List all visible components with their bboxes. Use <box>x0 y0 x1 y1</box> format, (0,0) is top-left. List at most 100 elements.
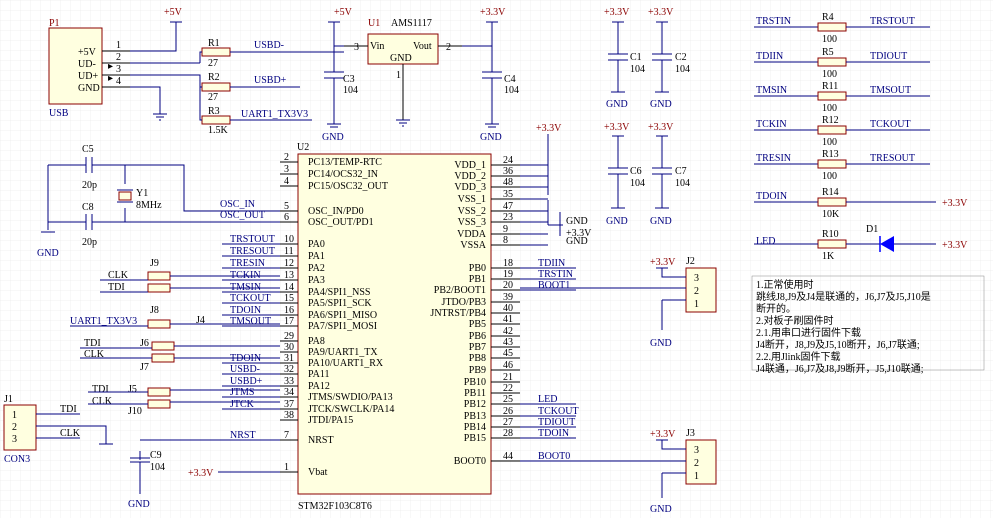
c2-ref: C2 <box>675 52 687 63</box>
j6-ref: J6 <box>140 338 149 349</box>
u1-gnd-label: GND <box>390 53 412 64</box>
u2-left-pin-name: PA7/SPI1_MOSI <box>308 321 377 332</box>
c5-ref: C5 <box>82 144 94 155</box>
u2-left-pin-number: 12 <box>284 258 294 269</box>
u2-right-net-label: BOOT0 <box>538 451 570 462</box>
r1-body <box>201 47 231 57</box>
u2-right-pin-number: 24 <box>503 155 513 166</box>
jtag-resistor-body <box>817 125 847 135</box>
j9-net-a: CLK <box>108 270 129 281</box>
c2-value: 104 <box>675 64 690 75</box>
j5-net-a: TDI <box>92 384 109 395</box>
gnd-label-c6: GND <box>606 216 628 227</box>
jtag-resistor-body <box>817 159 847 169</box>
u2-left-pin-name: PC13/TEMP-RTC <box>308 157 382 168</box>
u2-left-pin-number: 14 <box>284 282 294 293</box>
u2-right-pin-name: PB1 <box>469 274 486 285</box>
gnd-label-c2: GND <box>650 99 672 110</box>
p1-cross-mark-1: ▸ <box>108 61 113 72</box>
u2-left-pin-name: OSC_IN/PD0 <box>308 206 364 217</box>
gnd-label-c9: GND <box>128 499 150 510</box>
j3-pin-3: 3 <box>694 445 699 456</box>
u2-right-pin-number: 41 <box>503 314 513 325</box>
u2-left-pin-number: 6 <box>284 212 289 223</box>
j6-net-a: TDI <box>84 338 101 349</box>
u2-left-pin-name: PC14/OCS32_IN <box>308 169 378 180</box>
u2-left-pin-number: 17 <box>284 316 294 327</box>
u2-right-net-label: TDIOUT <box>538 417 575 428</box>
jtag-resistor-body <box>817 91 847 101</box>
u2-left-pin-number: 16 <box>284 305 294 316</box>
c9-ref: C9 <box>150 450 162 461</box>
jtag-right-net: TMSOUT <box>870 85 911 96</box>
j1-pin-2: 2 <box>12 422 17 433</box>
jtag-left-net: TDIIN <box>756 51 783 62</box>
u2-left-pin-number: 38 <box>284 410 294 421</box>
c8-symbol <box>48 214 280 230</box>
u2-left-pin-name: PA6/SPI1_MISO <box>308 310 377 321</box>
wire-ud-plus <box>130 74 201 116</box>
j3-body <box>685 439 717 485</box>
p1-name: USB <box>49 108 69 119</box>
p1-pin-label-3: UD+ <box>78 71 98 82</box>
decoupling-caps: +3.3V C1 104 GND +3.3V C2 104 GND +3.3V … <box>604 7 690 227</box>
u2-right-pin-name: PB14 <box>464 422 486 433</box>
y1-body <box>118 191 132 201</box>
led-ref: D1 <box>866 224 878 235</box>
j8-net-a: UART1_TX3V3 <box>70 316 137 327</box>
note-line-6: J4断开，J8,J9及J5,10断开，J6,J7联通; <box>756 338 920 351</box>
j5-net-b: CLK <box>92 396 113 407</box>
j6-body <box>151 341 175 351</box>
u2-right-pin-name: VSS_3 <box>458 217 486 228</box>
r1-wires <box>199 51 344 63</box>
j1-body <box>3 404 37 451</box>
u2-left-pin-name: PA1 <box>308 251 325 262</box>
c6-value: 104 <box>630 178 645 189</box>
jtag-resistor-ref: R12 <box>822 115 839 126</box>
connector-j2: J2 3 2 1 +3.3V GND <box>520 256 717 349</box>
j1-ref: J1 <box>4 394 13 405</box>
c3-value: 104 <box>343 85 358 96</box>
u2-left-pin-number: 29 <box>284 331 294 342</box>
u2-right-net-label: TDOIN <box>538 428 569 439</box>
j9-body-1 <box>147 271 171 281</box>
regulator-u1: +5V U1 AMS1117 Vin Vout GND 3 2 1 +3.3V <box>328 7 506 127</box>
j5-j10-wires <box>88 389 280 405</box>
u2-left-pin-name: PA3 <box>308 275 325 286</box>
u2-right-pin-name: VSS_2 <box>458 206 486 217</box>
u2-left-pin-number: 7 <box>284 430 289 441</box>
u2-right-pin-number: 48 <box>503 177 513 188</box>
u2-right-pin-name: VSSA <box>460 240 486 251</box>
jtag-resistor-value: 100 <box>822 171 837 182</box>
u2-left-pin-number: 13 <box>284 270 294 281</box>
u2-left-pin-number: 1 <box>284 462 289 473</box>
c4-symbol <box>482 46 502 124</box>
u2-left-pin-name: JTMS/SWDIO/PA13 <box>308 392 393 403</box>
u2-right-pin-name: PB11 <box>464 388 486 399</box>
u2-right-pin-number: 22 <box>503 383 513 394</box>
j9-net-b: TDI <box>108 282 125 293</box>
u2-right-pin-name: PB9 <box>469 365 486 376</box>
u2-right-pin-number: 47 <box>503 201 513 212</box>
u2-right-net-label: BOOT1 <box>538 280 570 291</box>
c7-value: 104 <box>675 178 690 189</box>
u2-right-pin-number: 42 <box>503 326 513 337</box>
jtag-right-net: TDIOUT <box>870 51 907 62</box>
y1-value: 8MHz <box>136 200 162 211</box>
gnd-label-j3: GND <box>650 504 672 515</box>
u2-left-pin-name: NRST <box>308 435 334 446</box>
u2-left-pin-number: 10 <box>284 234 294 245</box>
p1-body <box>48 27 103 105</box>
notes-frame <box>751 275 985 371</box>
led-circuit: LED R10 1K D1 +3.3V <box>754 224 968 262</box>
jtag-resistor-ref: R5 <box>822 47 834 58</box>
u2-left-pin-name: Vbat <box>308 467 328 478</box>
u2-right-pin-name: PB13 <box>464 411 486 422</box>
u2-part: STM32F103C8T6 <box>298 501 372 512</box>
u2-right-pin-name: VDDA <box>457 229 487 240</box>
wire-gnd-p1 <box>130 86 161 114</box>
r3-net: UART1_TX3V3 <box>241 109 308 120</box>
j8-ref: J8 <box>150 305 159 316</box>
